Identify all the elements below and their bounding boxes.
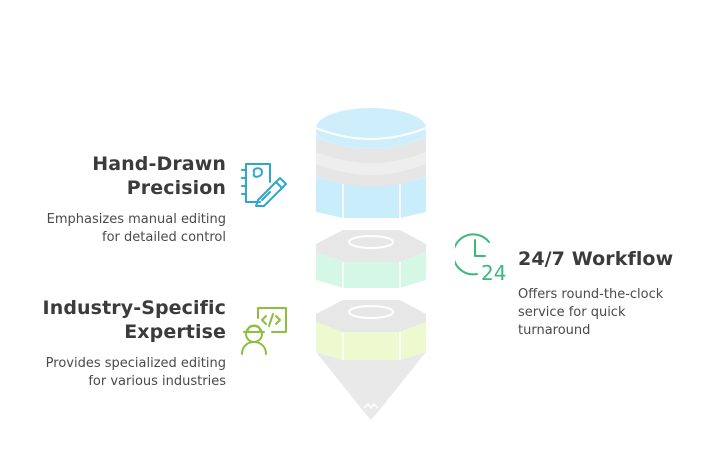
sketch-pen-icon bbox=[241, 163, 287, 207]
funnel-tip bbox=[316, 352, 426, 420]
workflow-desc-line1: Offers round-the-clock bbox=[518, 287, 664, 302]
industry-desc-line2: for various industries bbox=[88, 374, 226, 389]
engineer-code-icon bbox=[241, 307, 287, 355]
middle-layer-nut bbox=[316, 230, 426, 288]
industry-title-line1: Industry-Specific bbox=[42, 297, 226, 319]
top-layer-cylinder bbox=[315, 108, 427, 218]
hand-drawn-title: Hand-Drawn Precision bbox=[6, 152, 226, 200]
industry-desc-line1: Provides specialized editing bbox=[45, 356, 226, 371]
workflow-desc-line2: service for quick bbox=[518, 305, 626, 320]
workflow-title: 24/7 Workflow bbox=[518, 248, 674, 270]
workflow-description: Offers round-the-clock service for quick… bbox=[518, 286, 718, 340]
hand-drawn-description: Emphasizes manual editing for detailed c… bbox=[0, 211, 226, 247]
hand-drawn-desc-line1: Emphasizes manual editing bbox=[46, 212, 226, 227]
lower-layer-nut bbox=[316, 300, 426, 360]
hand-drawn-desc-line2: for detailed control bbox=[102, 230, 226, 245]
workflow-desc-line3: turnaround bbox=[518, 323, 591, 338]
hand-drawn-title-line2: Precision bbox=[126, 177, 226, 199]
industry-description: Provides specialized editing for various… bbox=[0, 355, 226, 391]
clock-24-icon: 24 bbox=[455, 233, 506, 284]
clock-24-label: 24 bbox=[481, 261, 506, 284]
industry-title-line2: Expertise bbox=[124, 321, 226, 343]
industry-title: Industry-Specific Expertise bbox=[0, 296, 226, 344]
hand-drawn-title-line1: Hand-Drawn bbox=[92, 153, 226, 175]
